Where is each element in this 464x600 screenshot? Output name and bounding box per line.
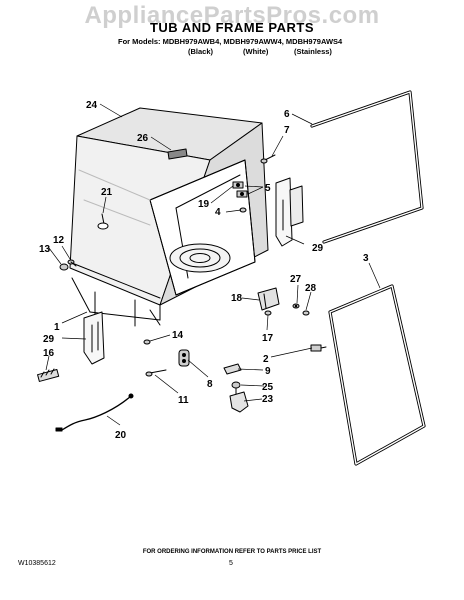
tub-plug (97, 213, 109, 230)
grommet-part-25 (231, 381, 241, 397)
callout-12: 12 (53, 235, 65, 246)
heater-part-16 (37, 368, 60, 382)
screw-part-11 (145, 369, 167, 377)
callout-18: 17 (262, 333, 274, 344)
callout-7: 7 (284, 125, 290, 136)
variant-black: (Black) (188, 47, 214, 56)
hinge-assembly-5 (232, 181, 248, 198)
callout-20: 20 (115, 430, 127, 441)
callout-11: 11 (178, 395, 189, 406)
rating-label-plate (167, 148, 188, 160)
side-bracket-right (275, 177, 293, 247)
washer-part-27 (292, 303, 300, 309)
callout-24: 23 (262, 394, 274, 405)
tub-gasket (310, 90, 424, 244)
variant-stainless: (Stainless) (294, 47, 332, 56)
screw-part-7 (260, 154, 276, 164)
screw-part-28 (302, 310, 310, 316)
callout-29-right: 29 (312, 243, 324, 254)
callout-17: 19 (198, 199, 210, 210)
callout-13: 13 (39, 244, 51, 255)
callout-21: 21 (101, 187, 113, 198)
callout-26: 26 (137, 133, 149, 144)
fastener-part-2 (310, 344, 327, 352)
cable-part-20 (55, 393, 134, 432)
callout-3: 3 (363, 253, 369, 264)
ordering-note: FOR ORDERING INFORMATION REFER TO PARTS … (142, 549, 322, 555)
callout-28: 28 (305, 283, 317, 294)
watermark: AppliancePartsPros.com (84, 2, 380, 29)
callout-1: 1 (54, 322, 60, 333)
page-number: 5 (229, 560, 233, 567)
document-number: W10385612 (18, 560, 56, 567)
side-bracket-left (83, 311, 105, 365)
callout-9: 9 (265, 366, 271, 377)
callout-14: 14 (172, 330, 184, 341)
callout-19: 18 (231, 293, 243, 304)
bracket-part-24 (229, 391, 249, 413)
plate-part-9 (223, 363, 242, 375)
clip-part-8 (178, 349, 190, 367)
screw-part-18 (264, 310, 272, 316)
bracket-part-19 (257, 287, 280, 311)
door-gasket (328, 284, 426, 466)
screw-part-14 (143, 339, 151, 345)
callout-5: 5 (265, 183, 271, 194)
page-title: TUB AND FRAME PARTS (149, 20, 315, 35)
callout-23: 24 (86, 100, 98, 111)
callout-6: 6 (284, 109, 290, 120)
mounting-nut-13 (59, 263, 69, 271)
callout-25: 25 (262, 382, 274, 393)
callout-16: 16 (43, 348, 55, 359)
models-line: For Models: MDBH979AWB4, MDBH979AWW4, MD… (118, 37, 343, 46)
callout-29-left: 29 (43, 334, 55, 345)
callout-27: 27 (290, 274, 302, 285)
callout-4: 4 (215, 207, 221, 218)
tub-body (69, 107, 269, 327)
variant-white: (White) (243, 47, 269, 56)
callout-2: 2 (263, 354, 269, 365)
mounting-screw-12 (67, 259, 77, 267)
callout-8: 8 (207, 379, 213, 390)
